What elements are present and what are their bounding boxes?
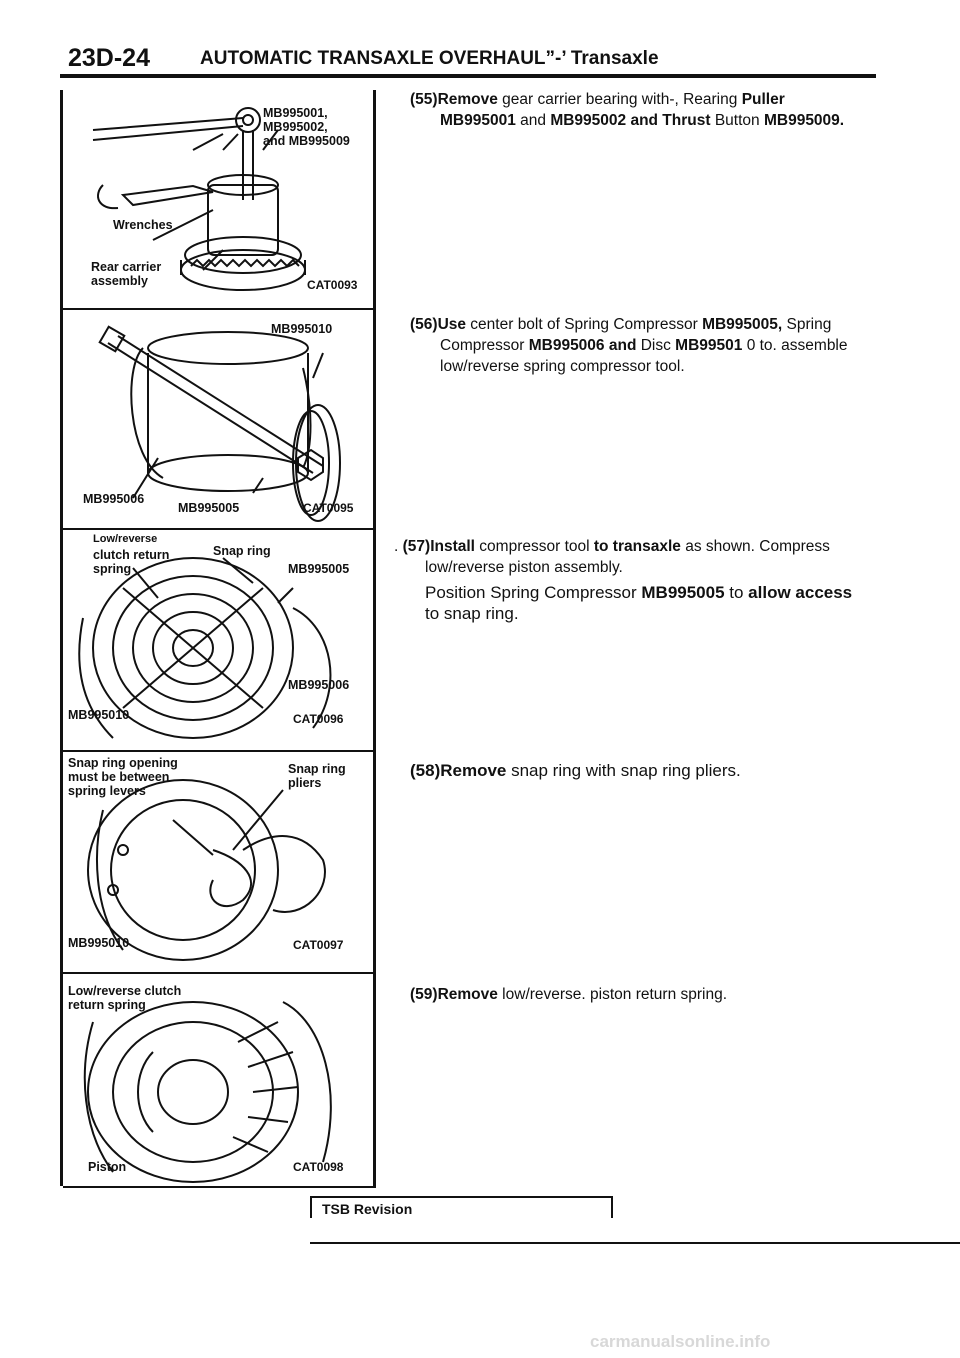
puller-illustration — [92, 107, 306, 291]
label-low-reverse: Low/reverse — [93, 533, 158, 545]
label-must-be-between: must be between — [68, 770, 170, 784]
label-rear-carrier: Rear carrier — [91, 260, 162, 274]
step-59-number: (59)Remove — [410, 986, 498, 1003]
label-wrenches: Wrenches — [113, 218, 173, 232]
label-mb995005: MB995005 — [288, 562, 350, 576]
label-mb995001: MB995001, — [263, 106, 328, 120]
label-clutch-return: clutch return — [93, 548, 170, 562]
figure-cat0097: Snap ring opening must be between spring… — [63, 750, 376, 974]
watermark: carmanualsonline.info — [590, 1332, 771, 1351]
spring-compressor-illustration — [98, 325, 341, 522]
label-assembly: assembly — [91, 274, 148, 288]
return-spring-illustration — [83, 1001, 332, 1183]
step-56: (56)Use center bolt of Spring Compressor… — [410, 316, 848, 375]
label-mb995002: MB995002, — [263, 120, 328, 134]
label-spring: spring — [93, 562, 132, 576]
tsb-revision-box: TSB Revision — [310, 1196, 613, 1218]
figure-cat0093: MB995001, MB995002, and MB995009 Wrenche… — [63, 90, 376, 310]
figure-code: CAT0098 — [293, 1160, 344, 1174]
figure-code: CAT0093 — [307, 278, 358, 292]
snap-ring-pliers-illustration — [87, 779, 326, 961]
figure-code: CAT0096 — [293, 712, 344, 726]
compressor-installed-illustration — [78, 557, 332, 739]
label-piston: Piston — [88, 1160, 127, 1174]
step-58: (58)Remove snap ring with snap ring plie… — [410, 761, 741, 780]
bottom-rule — [310, 1242, 960, 1244]
figure-cat0095: MB995010 MB995006 MB995005 CAT0095 — [63, 308, 376, 530]
label-mb995006: MB995006 — [83, 492, 145, 506]
label-mb995005: MB995005 — [178, 501, 240, 515]
label-return-spring: return spring — [68, 998, 146, 1012]
figure-cat0096: Low/reverse clutch return Snap ring spri… — [63, 528, 376, 752]
step-55: (55)Remove gear carrier bearing with-, R… — [410, 91, 845, 129]
label-pliers: pliers — [288, 776, 322, 790]
label-low-reverse-clutch: Low/reverse clutch — [68, 984, 182, 998]
label-mb995010: MB995010 — [68, 936, 130, 950]
figure-code: CAT0095 — [303, 501, 354, 515]
label-spring-levers: spring levers — [68, 784, 146, 798]
step-57: . (57)Install compressor tool to transax… — [394, 538, 853, 623]
label-mb995010: MB995010 — [271, 322, 333, 336]
label-snap-ring-opening: Snap ring opening — [68, 756, 178, 770]
step-59: (59)Remove low/reverse. piston return sp… — [410, 986, 728, 1003]
figure-column: MB995001, MB995002, and MB995009 Wrenche… — [60, 90, 376, 1188]
figure-cat0098: Low/reverse clutch return spring Piston … — [63, 972, 376, 1188]
page-title: AUTOMATIC TRANSAXLE OVERHAUL”-’ Transaxl… — [200, 48, 659, 69]
step-58-number: (58)Remove — [410, 761, 507, 780]
label-mb995006: MB995006 — [288, 678, 350, 692]
step-55-number: (55)Remove — [410, 91, 498, 108]
label-snap-ring: Snap ring — [213, 544, 271, 558]
label-mb995010: MB995010 — [68, 708, 130, 722]
label-mb995009: and MB995009 — [263, 134, 350, 148]
header-rule — [60, 74, 876, 78]
label-snap-ring: Snap ring — [288, 762, 346, 776]
figure-code: CAT0097 — [293, 938, 344, 952]
step-57-number: (57)Install — [402, 538, 475, 555]
step-56-number: (56)Use — [410, 316, 466, 333]
section-number: 23D-24 — [68, 44, 150, 72]
